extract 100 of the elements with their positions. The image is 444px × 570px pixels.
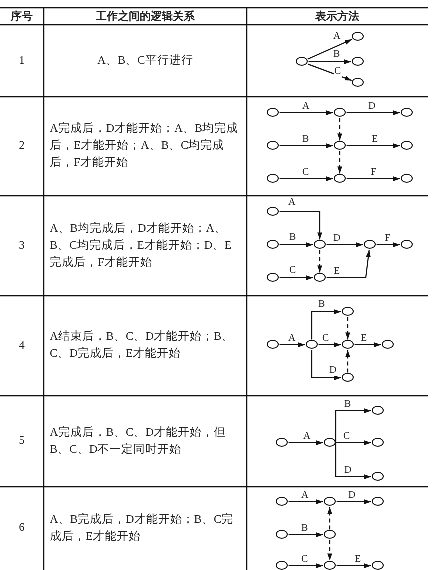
arrow	[335, 408, 372, 444]
edge-label: F	[370, 168, 378, 178]
arrow	[336, 564, 372, 568]
dashed-arrow	[328, 540, 332, 561]
event-circle	[342, 373, 354, 382]
arrow	[280, 144, 334, 148]
event-circle	[334, 141, 346, 150]
arrow	[288, 564, 324, 568]
event-circle	[400, 141, 413, 150]
edge-label: A	[288, 198, 297, 208]
event-circle	[334, 108, 346, 118]
event-circle	[266, 207, 279, 216]
event-circle	[266, 340, 279, 350]
edge-label: E	[360, 334, 368, 344]
edge-label: D	[328, 366, 338, 376]
arrow	[280, 211, 322, 240]
event-circle	[372, 406, 384, 416]
arrow	[280, 110, 334, 116]
event-circle	[296, 57, 308, 66]
arrow	[346, 144, 400, 148]
edge-label: D	[332, 234, 342, 244]
row-number: 1	[19, 54, 25, 68]
dashed-arrow	[346, 350, 350, 373]
event-circle	[382, 340, 394, 350]
arrow	[326, 250, 371, 279]
event-circle	[266, 273, 279, 282]
edge-label: E	[333, 267, 342, 277]
event-circle	[334, 174, 346, 184]
edge-label: A	[332, 32, 342, 42]
event-circle	[324, 530, 336, 540]
event-circle	[400, 240, 413, 250]
arrow	[376, 242, 400, 248]
edge-label: A	[300, 491, 310, 501]
edge-label: A	[302, 432, 312, 442]
event-circle	[352, 78, 364, 88]
row-number: 3	[19, 238, 25, 254]
relation-text: A完成后，B、C、D才能开始，但B、C、D不一定同时开始	[50, 425, 227, 458]
edge-label: A	[302, 102, 311, 112]
event-circle	[324, 561, 336, 570]
relation-text: A、B完成后，D才能开始；B、C完成后，E才能开始	[50, 512, 235, 544]
edge-label: D	[348, 491, 357, 501]
arrow	[354, 342, 382, 348]
edge-label: C	[300, 555, 310, 565]
event-circle	[266, 174, 279, 184]
edge-label: B	[318, 300, 326, 310]
edge-label: D	[368, 102, 377, 112]
arrow	[280, 242, 314, 248]
event-circle	[276, 497, 288, 506]
arrow	[346, 110, 400, 116]
row-number: 2	[19, 139, 25, 154]
edge-label: E	[371, 135, 380, 145]
event-circle	[372, 438, 384, 448]
event-circle	[352, 57, 364, 66]
arrow	[288, 500, 324, 504]
event-circle	[372, 561, 384, 570]
edge-label: B	[332, 50, 342, 60]
event-circle	[342, 340, 354, 350]
edge-label: C	[322, 334, 330, 344]
relation-text: A结束后，B、C、D才能开始；B、C、D完成后，E才能开始	[50, 330, 235, 362]
event-circle	[342, 307, 354, 316]
arrow	[311, 350, 342, 380]
edge-label: B	[300, 524, 310, 534]
event-circle	[276, 561, 288, 570]
event-circle	[276, 530, 288, 540]
event-circle	[266, 108, 279, 118]
event-circle	[324, 438, 336, 448]
arrow	[335, 442, 372, 480]
column-header: 工作之间的逻辑关系	[96, 9, 195, 25]
relation-text: A、B均完成后，D才能开始；A、B、C均完成后，E才能开始；D、E完成后，F才能开始	[50, 221, 233, 270]
arrow	[280, 276, 314, 280]
arrow	[308, 60, 352, 64]
dashed-arrow	[338, 151, 342, 174]
column-header: 序号	[11, 9, 33, 25]
event-circle	[324, 497, 336, 506]
row-number: 6	[19, 521, 25, 536]
edge-label: B	[302, 135, 310, 145]
edge-label: B	[288, 233, 298, 243]
event-circle	[306, 340, 318, 350]
relation-text: A、B、C平行进行	[98, 54, 194, 68]
dashed-arrow	[318, 250, 322, 273]
arrow	[288, 440, 324, 446]
arrow	[336, 440, 372, 446]
edge-label: F	[384, 234, 392, 244]
edge-label: B	[344, 400, 352, 410]
arrow	[318, 342, 342, 348]
arrow	[308, 39, 352, 60]
edge-label: A	[288, 334, 297, 344]
arrow	[280, 176, 334, 182]
dashed-arrow	[338, 118, 342, 141]
dashed-arrow	[328, 507, 332, 530]
event-circle	[266, 141, 279, 150]
arrow	[326, 242, 364, 248]
event-circle	[352, 32, 364, 42]
edge-label: C	[342, 432, 352, 442]
event-circle	[400, 108, 413, 118]
dashed-arrow	[346, 317, 350, 340]
arrow	[346, 176, 400, 182]
arrow	[336, 500, 372, 504]
row-number: 4	[19, 338, 25, 354]
event-circle	[266, 240, 279, 250]
